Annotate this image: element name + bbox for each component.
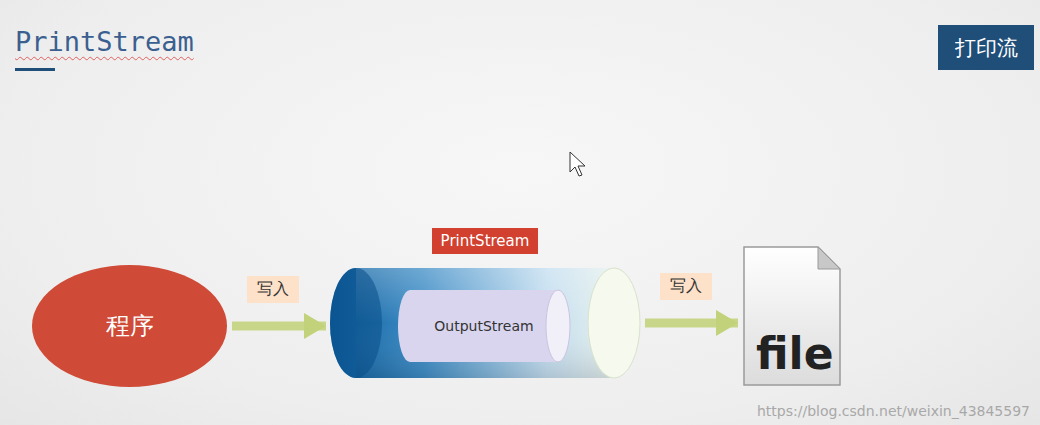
flow-arrow <box>645 319 738 328</box>
title-underline <box>15 68 55 71</box>
edge-label: 写入 <box>660 273 712 300</box>
node-label: 程序 <box>106 310 154 342</box>
program-ellipse: 程序 <box>32 265 227 387</box>
edge-label: 写入 <box>247 276 299 303</box>
title-badge: 打印流 <box>938 25 1034 70</box>
badge-text: 打印流 <box>955 34 1018 62</box>
page-title: PrintStream <box>15 26 194 57</box>
file-label: file <box>756 328 834 379</box>
stream-tube: PrintStreamOutputStream <box>330 268 640 378</box>
watermark: https://blog.csdn.net/weixin_43845597 <box>757 403 1030 419</box>
tube-heading: PrintStream <box>432 228 539 254</box>
file-icon: file <box>742 245 842 387</box>
inner-stream: OutputStream <box>398 290 570 362</box>
node-label: OutputStream <box>434 318 533 334</box>
flow-arrow <box>232 322 326 331</box>
mouse-cursor <box>570 152 585 176</box>
